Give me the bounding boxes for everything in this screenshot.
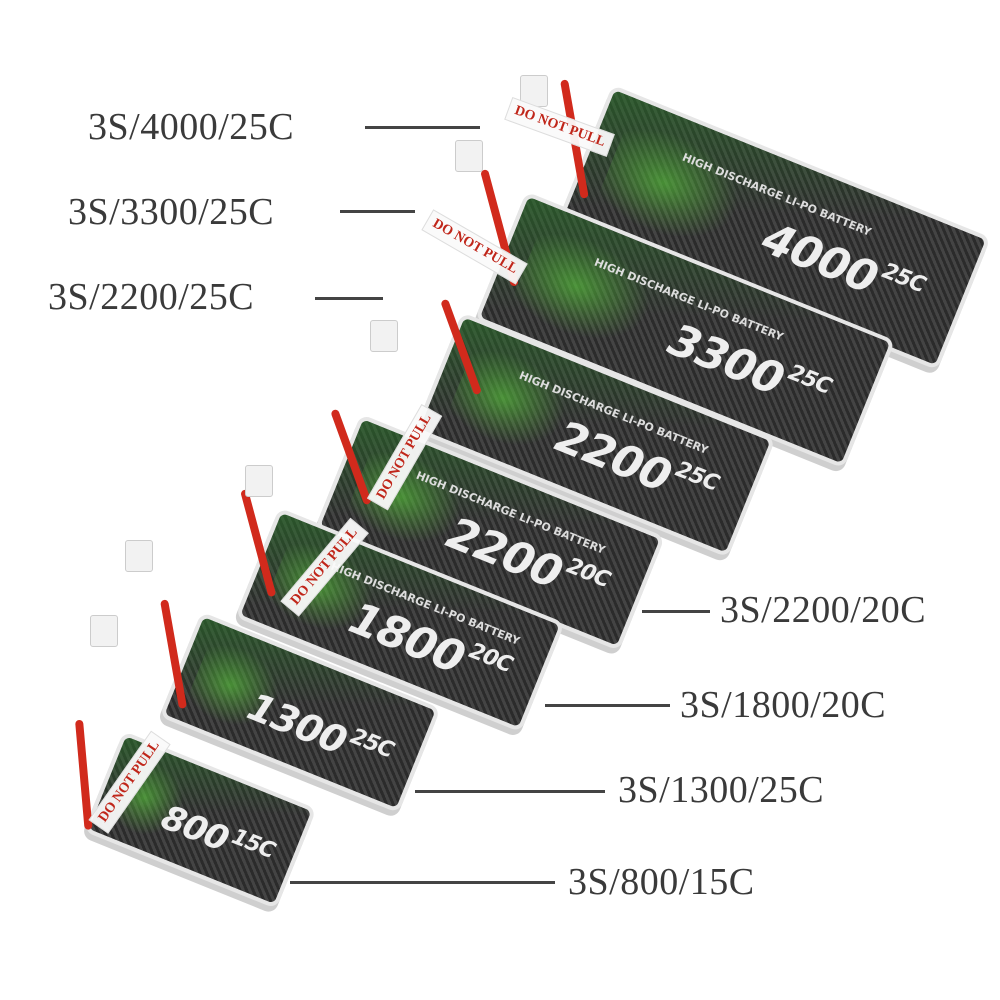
label-3s-1300-25c: 3S/1300/25C [618, 769, 825, 811]
balance-plug [90, 615, 118, 647]
leader-line [365, 126, 480, 129]
label-3s-1800-20c: 3S/1800/20C [680, 684, 887, 726]
label-3s-800-15c: 3S/800/15C [568, 861, 755, 903]
wire [75, 719, 93, 830]
label-3s-2200-25c: 3S/2200/25C [48, 276, 255, 318]
battery-capacity: 80015C [155, 797, 278, 864]
balance-plug [125, 540, 153, 572]
balance-plug [455, 140, 483, 172]
leader-line [642, 610, 710, 613]
leader-line [415, 790, 605, 793]
balance-plug [245, 465, 273, 497]
battery-capacity: 130025C [241, 684, 397, 764]
label-3s-2200-20c: 3S/2200/20C [720, 589, 927, 631]
leader-line [290, 881, 555, 884]
balance-plug [370, 320, 398, 352]
label-3s-3300-25c: 3S/3300/25C [68, 191, 275, 233]
label-3s-4000-25c: 3S/4000/25C [88, 106, 295, 148]
leader-line [315, 297, 383, 300]
leader-line [545, 704, 670, 707]
battery-800: 80015C [88, 736, 312, 904]
leader-line [340, 210, 415, 213]
